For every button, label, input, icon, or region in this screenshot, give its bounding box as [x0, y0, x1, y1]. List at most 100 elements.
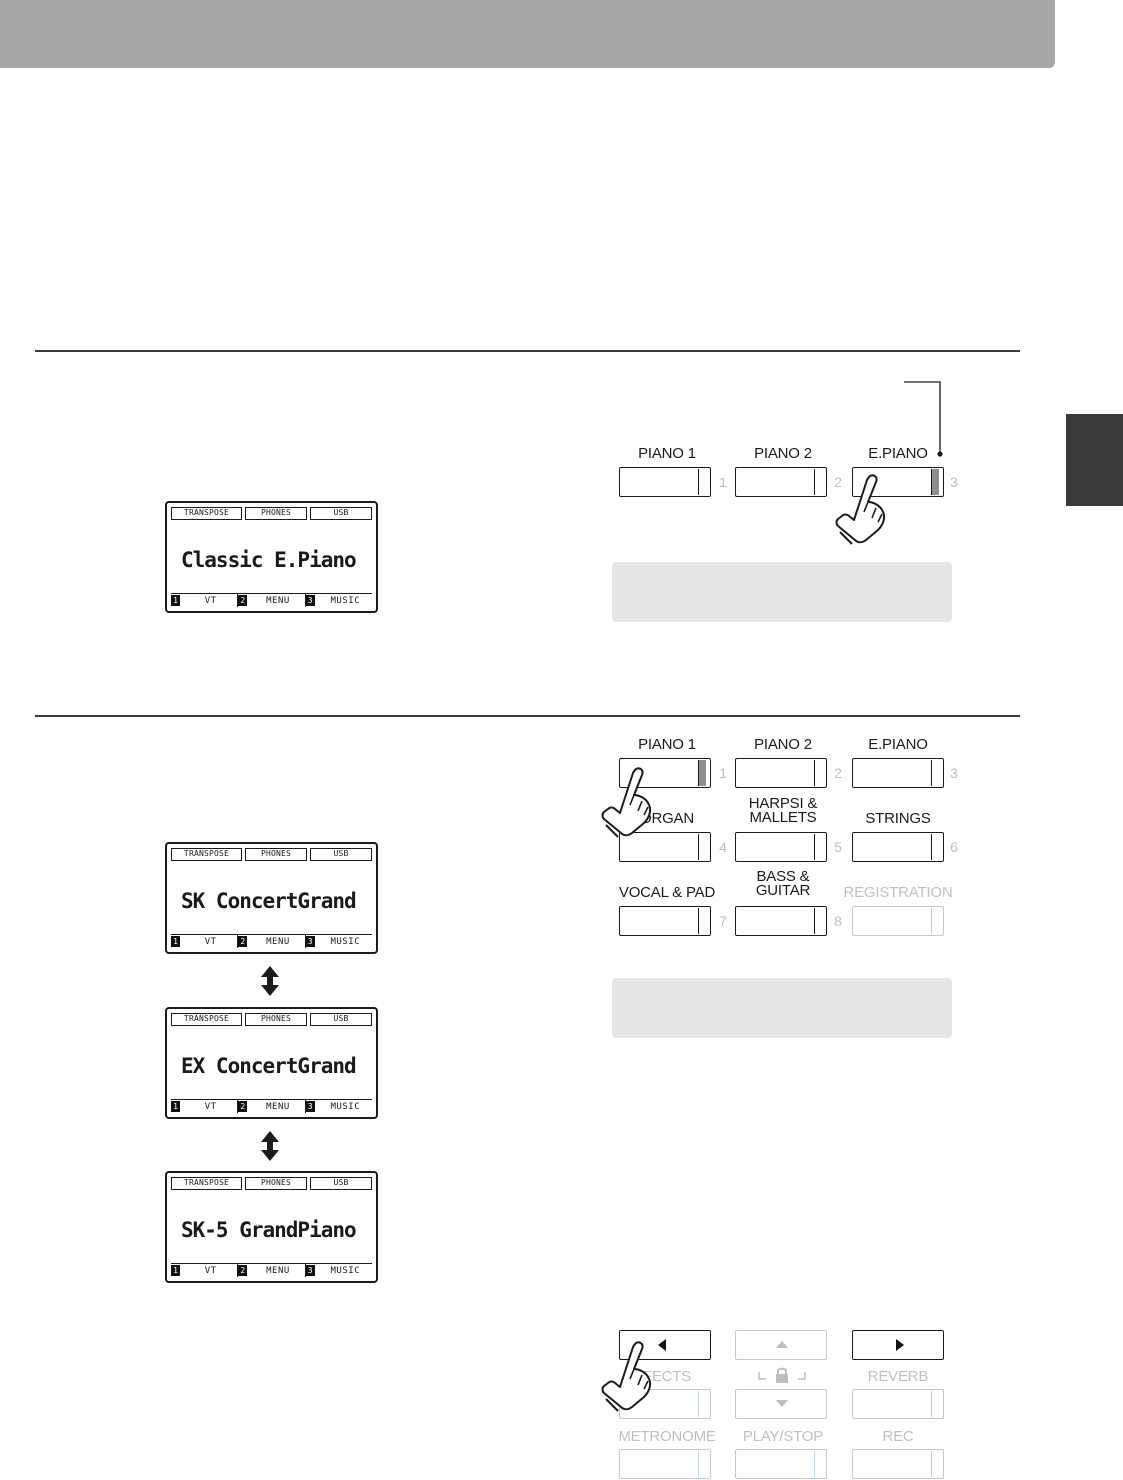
lcd-sound-name: Classic E.Piano [181, 548, 357, 572]
down-arrow-icon [776, 1400, 788, 1407]
registration-button[interactable] [852, 906, 944, 936]
note-box [612, 562, 952, 622]
bass-guitar-button[interactable] [735, 906, 827, 936]
reverb-button[interactable] [852, 1389, 944, 1419]
strings-label: STRINGS [865, 810, 931, 827]
epiano-number: 3 [950, 474, 958, 490]
lcd-tab-transpose: TRANSPOSE [171, 1013, 242, 1026]
chapter-header-bar [0, 0, 1055, 68]
lcd-display: TRANSPOSE PHONES USB Classic E.Piano 1 VT… [165, 501, 378, 613]
lcd-tab-phones: PHONES [245, 1013, 307, 1026]
epiano-number: 3 [950, 765, 958, 781]
lcd-function-number: 3 [305, 1265, 315, 1276]
down-arrow-button[interactable] [735, 1389, 827, 1419]
note-box [612, 978, 952, 1038]
vocal-pad-label: VOCAL & PAD [618, 884, 716, 901]
piano1-button[interactable] [619, 467, 711, 497]
lcd-function-menu: MENU [266, 1101, 290, 1112]
bass-number: 8 [834, 913, 842, 929]
lcd-tab-usb: USB [310, 507, 372, 520]
harpsi-label-line1: HARPSI & [748, 795, 818, 812]
lcd-function-music: MUSIC [330, 1101, 361, 1112]
rec-button[interactable] [852, 1449, 944, 1479]
rec-label: REC [882, 1428, 914, 1445]
piano1-label: PIANO 1 [638, 736, 696, 753]
piano2-button[interactable] [735, 758, 827, 788]
lcd-tab-usb: USB [310, 1013, 372, 1026]
harpsi-mallets-label: HARPSI & MALLETS [713, 795, 853, 826]
bass-label-line1: BASS & [756, 868, 810, 885]
lcd-function-vt: VT [204, 595, 217, 606]
section-divider [35, 715, 1020, 717]
up-down-arrow-icon [261, 1131, 279, 1161]
bass-guitar-label: BASS & GUITAR [713, 868, 853, 898]
chapter-side-tab [1066, 414, 1123, 506]
lcd-function-number: 1 [171, 595, 180, 606]
epiano-label: E.PIANO [868, 736, 928, 753]
harpsi-mallets-button[interactable] [735, 832, 827, 862]
effects-label: FECTS [642, 1368, 692, 1385]
registration-label: REGISTRATION [843, 884, 953, 901]
piano1-number: 1 [719, 765, 727, 781]
lcd-function-number: 3 [305, 936, 315, 947]
lcd-function-music: MUSIC [330, 595, 361, 606]
vocal-number: 7 [719, 913, 727, 929]
lcd-sound-name: SK-5 GrandPiano [181, 1218, 357, 1242]
strings-number: 6 [950, 839, 958, 855]
lcd-display: TRANSPOSE PHONES USB SK ConcertGrand 1 VT… [165, 842, 378, 954]
piano2-label: PIANO 2 [754, 736, 812, 753]
piano2-label: PIANO 2 [754, 445, 812, 462]
lcd-function-number: 2 [238, 1101, 248, 1112]
play-stop-button[interactable] [735, 1449, 827, 1479]
reverb-label: REVERB [867, 1368, 929, 1385]
lcd-sound-name: SK ConcertGrand [181, 889, 357, 913]
piano2-number: 2 [834, 765, 842, 781]
metronome-button[interactable] [619, 1449, 711, 1479]
piano2-button[interactable] [735, 467, 827, 497]
lcd-function-vt: VT [204, 1265, 217, 1276]
lcd-function-music: MUSIC [330, 1265, 361, 1276]
lcd-tab-phones: PHONES [245, 507, 307, 520]
lcd-function-number: 2 [238, 1265, 248, 1276]
lcd-function-number: 1 [171, 1265, 180, 1276]
led-callout-line [904, 381, 943, 457]
lcd-function-number: 1 [171, 1101, 180, 1112]
lcd-function-number: 1 [171, 936, 180, 947]
pressing-hand-icon [835, 474, 886, 545]
play-stop-label: PLAY/STOP [742, 1428, 824, 1445]
up-arrow-button[interactable] [735, 1330, 827, 1360]
lcd-function-number: 2 [238, 595, 248, 606]
pressing-hand-icon [601, 767, 652, 838]
lcd-tab-phones: PHONES [245, 1177, 307, 1190]
harpsi-number: 5 [834, 839, 842, 855]
lcd-function-number: 3 [305, 595, 315, 606]
lcd-function-vt: VT [204, 936, 217, 947]
harpsi-label-line2: MALLETS [749, 809, 817, 826]
piano2-number: 2 [834, 474, 842, 490]
lcd-tab-usb: USB [310, 848, 372, 861]
piano1-label: PIANO 1 [638, 445, 696, 462]
lcd-function-number: 3 [305, 1101, 315, 1112]
vocal-pad-button[interactable] [619, 906, 711, 936]
organ-button[interactable] [619, 832, 711, 862]
organ-number: 4 [719, 839, 727, 855]
lcd-function-music: MUSIC [330, 936, 361, 947]
lcd-function-number: 2 [238, 936, 248, 947]
lcd-function-menu: MENU [266, 936, 290, 947]
organ-label: ORGAN [639, 810, 694, 827]
panel-lock-icon [758, 1367, 806, 1383]
lcd-tab-phones: PHONES [245, 848, 307, 861]
metronome-label: METRONOME [618, 1428, 716, 1445]
lcd-function-vt: VT [204, 1101, 217, 1112]
section-divider [35, 350, 1020, 352]
right-arrow-button[interactable] [852, 1330, 944, 1360]
right-arrow-icon [896, 1339, 904, 1351]
lcd-function-menu: MENU [266, 1265, 290, 1276]
epiano-button[interactable] [852, 758, 944, 788]
piano1-number: 1 [719, 474, 727, 490]
lcd-tab-transpose: TRANSPOSE [171, 507, 242, 520]
strings-button[interactable] [852, 832, 944, 862]
lcd-tab-transpose: TRANSPOSE [171, 848, 242, 861]
